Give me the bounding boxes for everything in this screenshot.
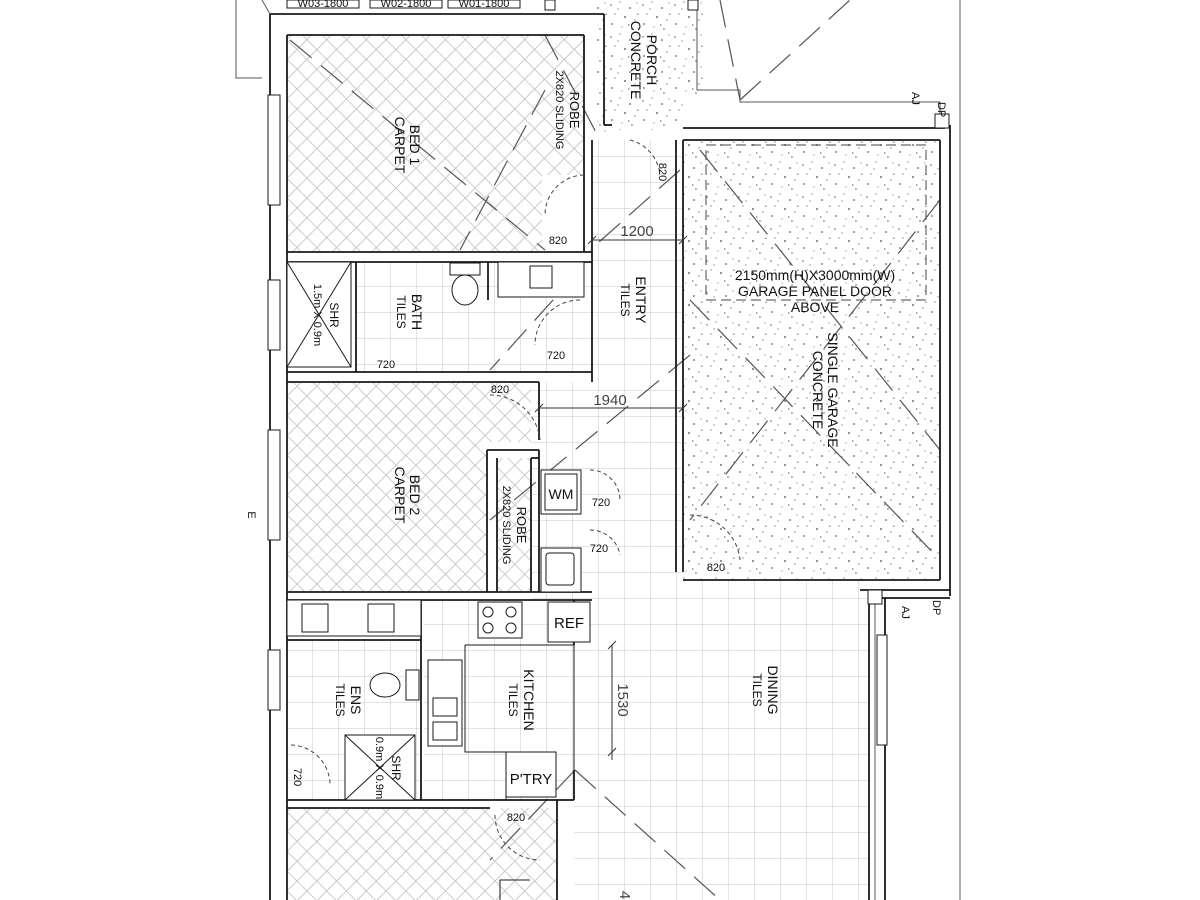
top-windows: W03-1800 W02-1800 W01-1800 (286, 0, 950, 605)
garage-door-line1: 2150mm(H)X3000mm(W) (735, 267, 895, 283)
kitchen-finish: TILES (506, 683, 520, 716)
bed2-finish: CARPET (392, 467, 408, 524)
porch-name: PORCH (644, 35, 660, 86)
marker-aj-right: AJ (899, 606, 911, 619)
marker-dp-top: DP (935, 102, 947, 117)
kitchen-name: KITCHEN (521, 669, 537, 730)
marker-side-e: E (245, 511, 257, 518)
door-width-bath: 720 (377, 359, 395, 371)
door-width-ens: 720 (291, 768, 303, 786)
porch-label: PORCH CONCRETE (628, 21, 660, 100)
window-label-w01: W01-1800 (459, 0, 510, 10)
garage-label: SINGLE GARAGE CONCRETE (810, 332, 841, 447)
garage-finish: CONCRETE (810, 351, 826, 430)
bed1-robe-floor (542, 35, 584, 175)
door-width-bath-wc: 720 (547, 350, 565, 362)
dining-label: DINING TILES (750, 666, 781, 715)
ens-shower-label: SHR 0.9m X 0.9m (373, 737, 403, 799)
dining-floor (574, 580, 869, 900)
window-label-w03: W03-1800 (298, 0, 349, 10)
bottom-bedroom-floor (287, 808, 557, 900)
kitchen-label: KITCHEN TILES (506, 669, 537, 730)
bath-label: BATH TILES (394, 294, 425, 330)
ens-shower-size: 0.9m X 0.9m (373, 737, 385, 799)
garage-door-line2: GARAGE PANEL DOOR (738, 283, 892, 299)
dim-kitchen-depth: 1530 (614, 683, 631, 716)
entry-label: ENTRY TILES (618, 276, 649, 324)
dim-hall-width: 1940 (593, 392, 626, 409)
porch-finish: CONCRETE (628, 21, 644, 100)
bed2-floor-upper (287, 382, 539, 442)
bed2-robe-label: ROBE 2X820 SLIDING (500, 486, 529, 565)
dining-finish: TILES (750, 673, 764, 706)
bath-shower: SHR (327, 302, 341, 328)
door-width-wm1: 720 (592, 497, 610, 509)
bed2-robe-floor (497, 458, 531, 592)
fixtures (286, 144, 927, 900)
bed1-robe-label: ROBE 2X820 SLIDING (553, 71, 582, 150)
entry-finish: TILES (618, 283, 632, 316)
entry-name: ENTRY (633, 276, 649, 324)
bed1-robe-name: ROBE (567, 92, 582, 129)
bed1-finish: CARPET (392, 117, 408, 174)
bed2-robe-name: ROBE (514, 507, 529, 544)
dim-entry-width: 1200 (620, 223, 653, 240)
garage-name: SINGLE GARAGE (825, 332, 841, 447)
door-width-garage: 820 (707, 562, 725, 574)
washing-machine-label: WM (549, 486, 574, 502)
ens-finish: TILES (333, 683, 347, 716)
ens-shower: SHR (389, 755, 403, 781)
bed2-robe-door: 2X820 SLIDING (500, 486, 512, 565)
bed1-floor (287, 35, 542, 252)
door-width-bed1: 820 (549, 235, 567, 247)
door-swings (290, 139, 741, 861)
dining-name: DINING (765, 666, 781, 715)
garage-floor (683, 140, 941, 580)
door-width-wm2: 720 (590, 543, 608, 555)
bed2-label: BED 2 CARPET (392, 467, 423, 524)
left-windows (267, 94, 888, 746)
refrigerator-label: REF (554, 615, 584, 632)
bath-shower-label: SHR 1.5m X 0.9m (311, 284, 341, 346)
garage-door-line3: ABOVE (791, 299, 839, 315)
bed2-name: BED 2 (407, 475, 423, 516)
door-width-kitchen: 820 (507, 812, 525, 824)
bath-shower-size: 1.5m X 0.9m (311, 284, 323, 346)
porch-floor (597, 0, 705, 132)
marker-aj-top: AJ (909, 92, 921, 105)
ens-label: ENS TILES (333, 683, 364, 716)
bed1-label: BED 1 CARPET (392, 117, 423, 174)
roof-outline (235, 0, 961, 900)
ens-name: ENS (348, 686, 364, 715)
bed1-robe-door: 2X820 SLIDING (553, 71, 565, 150)
bath-name: BATH (409, 294, 425, 330)
window-label-w02: W02-1800 (381, 0, 432, 10)
door-width-bed2: 820 (491, 384, 509, 396)
diagonal-guides (289, 0, 941, 900)
door-width-porch: 820 (656, 163, 668, 181)
dimension-lines (534, 235, 688, 760)
marker-bottom-fragment: 4 (616, 891, 633, 899)
marker-dp-right: DP (930, 600, 942, 615)
pantry-label: P'TRY (510, 771, 553, 788)
bed1-name: BED 1 (407, 125, 423, 166)
bath-finish: TILES (394, 295, 408, 328)
